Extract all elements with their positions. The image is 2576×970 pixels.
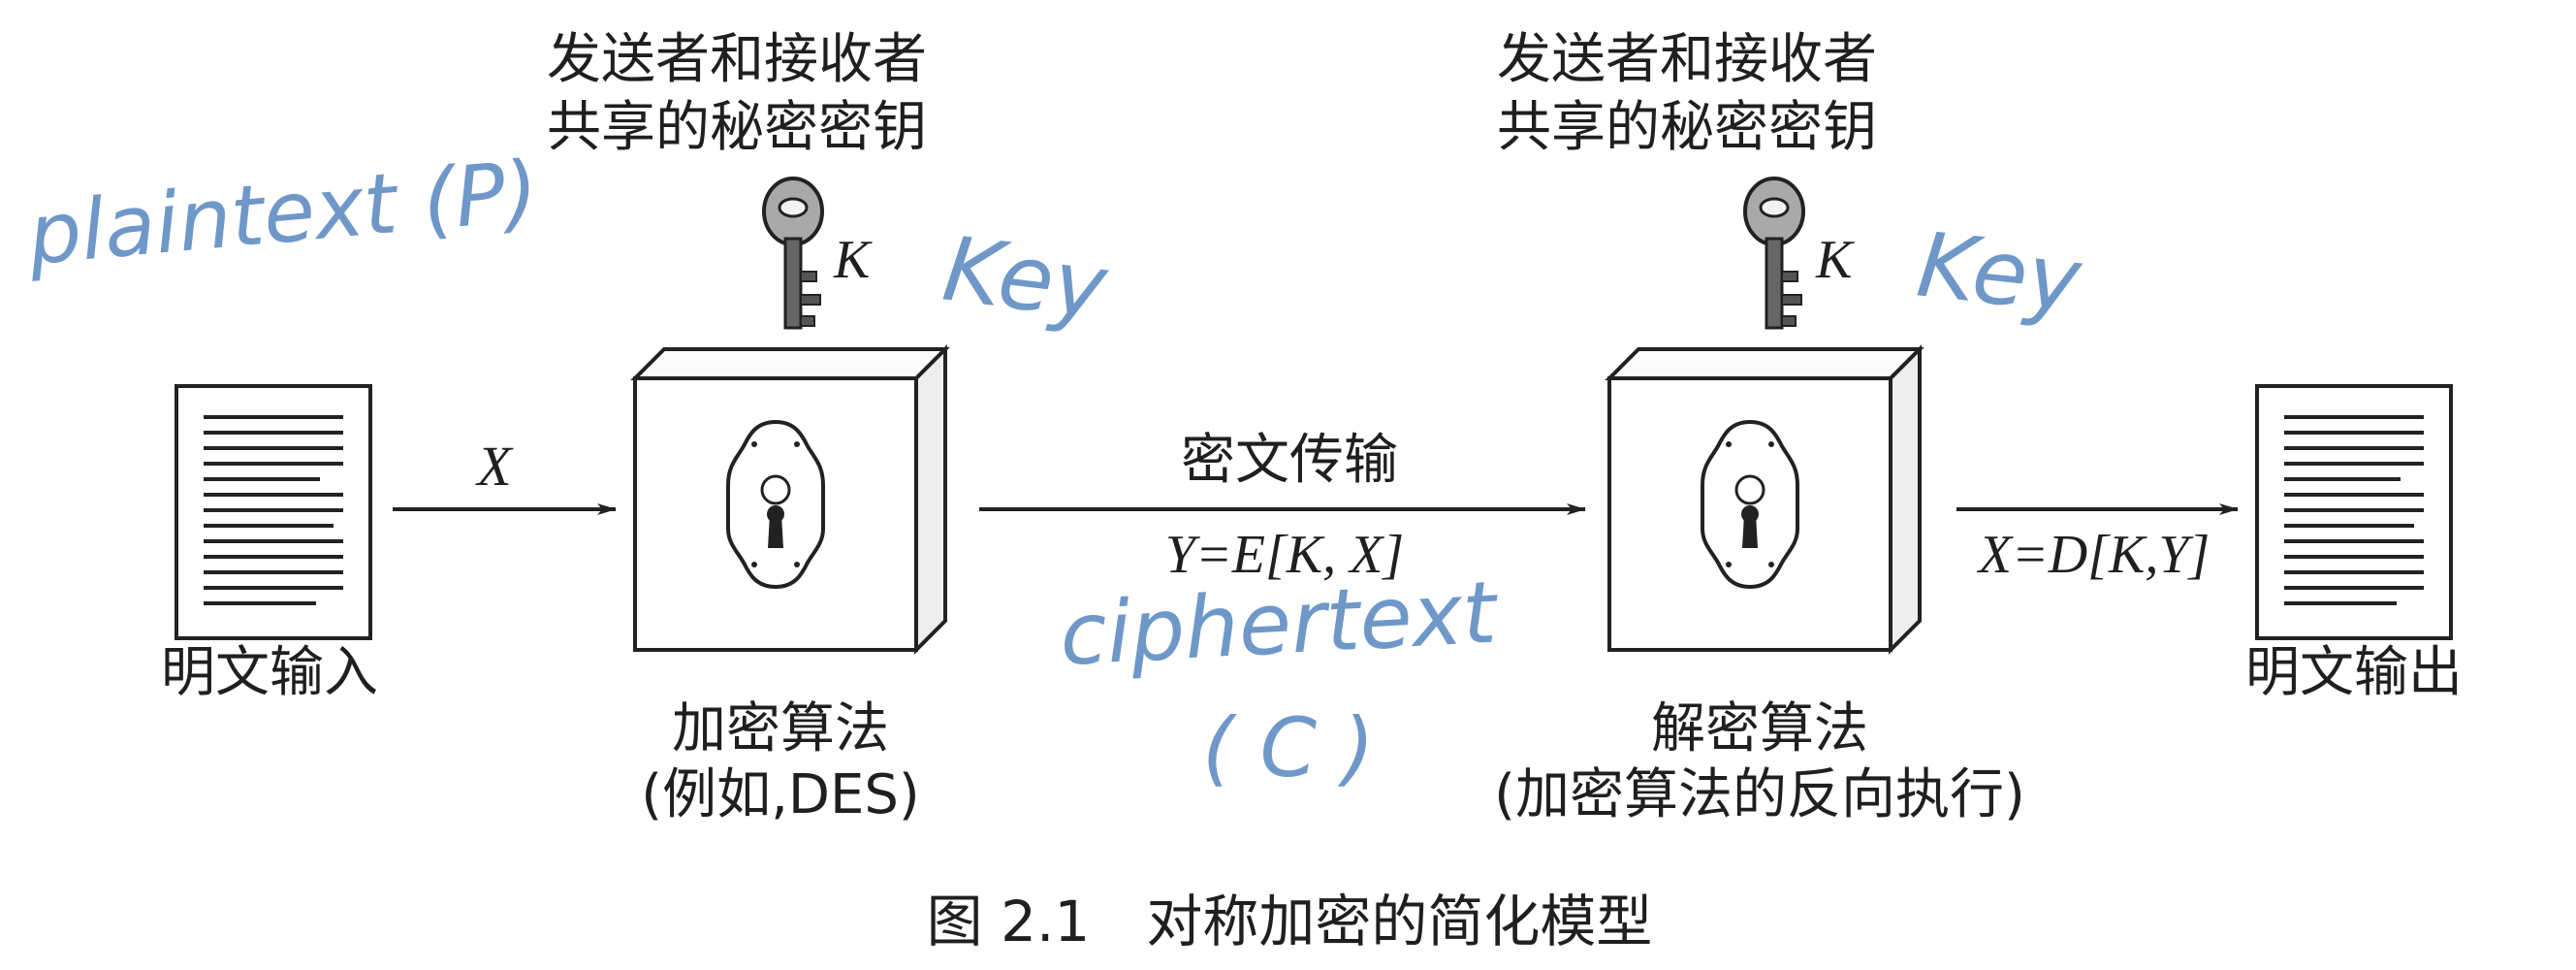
right-shared-key-label-line-1: 发送者和接收者 [1497, 28, 1877, 91]
left-key-icon [762, 177, 824, 330]
left-key-symbol: K [833, 230, 873, 290]
handwritten-left-key-label: Key [938, 217, 1113, 340]
plaintext-output-document-icon [2255, 384, 2453, 640]
left-shared-key-label-line-1: 发送者和接收者 [547, 28, 927, 91]
encryption-algorithm-title: 加密算法 [672, 697, 889, 760]
handwritten-ciphertext-label: ciphertext [1058, 562, 1502, 685]
input-variable-label: X [475, 435, 514, 498]
handwritten-plaintext-label: plaintext (P) [23, 143, 542, 284]
plaintext-input-label: 明文输入 [161, 641, 378, 704]
decryption-algorithm-subtitle: (加密算法的反向执行) [1494, 763, 2025, 826]
encryption-algorithm-subtitle: (例如,DES) [641, 763, 920, 826]
decryption-algorithm-box [1607, 347, 1922, 652]
handwritten-right-key-label: Key [1913, 212, 2087, 333]
handwritten-ciphertext-symbol: ( C ) [1202, 700, 1375, 795]
right-key-icon [1743, 177, 1805, 330]
decryption-algorithm-title: 解密算法 [1651, 697, 1868, 760]
right-key-symbol: K [1815, 230, 1855, 290]
decryption-formula: X=D[K,Y] [1977, 525, 2210, 585]
ciphertext-transmission-label: 密文传输 [1181, 429, 1398, 492]
figure-caption: 图 2.1 对称加密的简化模型 [927, 889, 1653, 954]
right-shared-key-label-line-2: 共享的秘密密钥 [1497, 96, 1877, 159]
plaintext-output-label: 明文输出 [2245, 641, 2463, 704]
plaintext-input-document-icon [175, 384, 372, 640]
encryption-formula: Y=E[K, X] [1165, 525, 1404, 585]
encryption-algorithm-box [633, 347, 947, 652]
left-shared-key-label-line-2: 共享的秘密密钥 [547, 96, 927, 159]
